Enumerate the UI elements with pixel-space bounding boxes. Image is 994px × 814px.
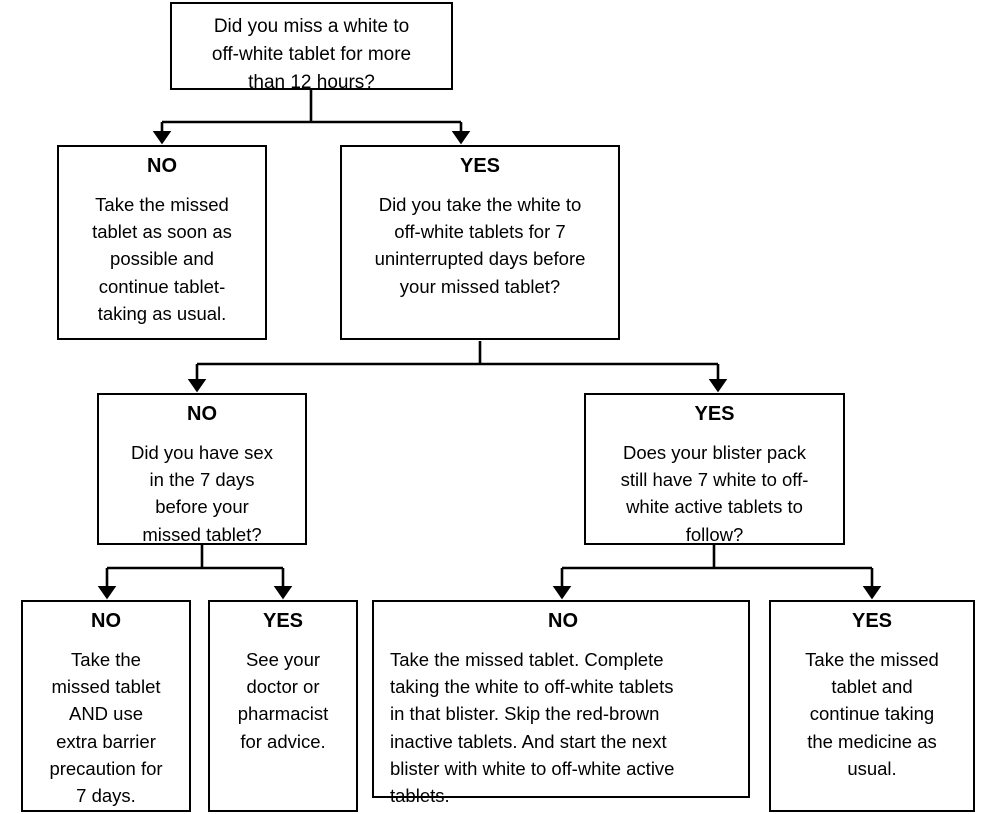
node-outcome-barrier-precaution-text: Take the missed tablet AND use extra bar…: [49, 649, 163, 806]
node-outcome-see-doctor-answer-label: YES: [262, 610, 304, 632]
node-level2-yes-answer-label: YES: [459, 155, 501, 177]
node-outcome-complete-blister-text: Take the missed tablet. Complete taking …: [390, 649, 675, 806]
node-level3-yes: YES Does your blister pack still have 7 …: [584, 393, 845, 545]
node-root-question: Did you miss a white to off-white tablet…: [170, 2, 453, 93]
node-level3-no-text: Did you have sex in the 7 days before yo…: [131, 442, 273, 545]
node-level3-yes-answer-label: YES: [694, 403, 735, 425]
node-level2-no: NO Take the missed tablet as soon as pos…: [57, 145, 267, 340]
node-outcome-see-doctor-text: See your doctor or pharmacist for advice…: [237, 649, 329, 752]
node-outcome-complete-blister: NO Take the missed tablet. Complete taki…: [372, 600, 750, 806]
node-outcome-see-doctor: YES See your doctor or pharmacist for ad…: [208, 600, 358, 812]
node-level2-no-text: Take the missed tablet as soon as possib…: [92, 194, 232, 324]
node-level2-no-answer-label: NO: [147, 155, 177, 177]
node-level3-no-answer-label: NO: [187, 403, 217, 425]
node-outcome-barrier-precaution-answer-label: NO: [91, 610, 121, 632]
node-level2-yes-text: Did you take the white to off-white tabl…: [374, 194, 586, 297]
node-outcome-continue-usual: YES Take the missed tablet and continue …: [769, 600, 975, 812]
node-level2-yes: YES Did you take the white to off-white …: [340, 145, 620, 340]
node-level3-yes-text: Does your blister pack still have 7 whit…: [620, 442, 809, 545]
node-root-text: Did you miss a white to off-white tablet…: [211, 16, 412, 93]
node-level3-no: NO Did you have sex in the 7 days before…: [97, 393, 307, 545]
node-outcome-continue-usual-text: Take the missed tablet and continue taki…: [805, 649, 939, 779]
node-outcome-continue-usual-answer-label: YES: [851, 610, 893, 632]
node-outcome-barrier-precaution: NO Take the missed tablet AND use extra …: [21, 600, 191, 812]
node-outcome-complete-blister-answer-label: NO: [548, 610, 578, 632]
